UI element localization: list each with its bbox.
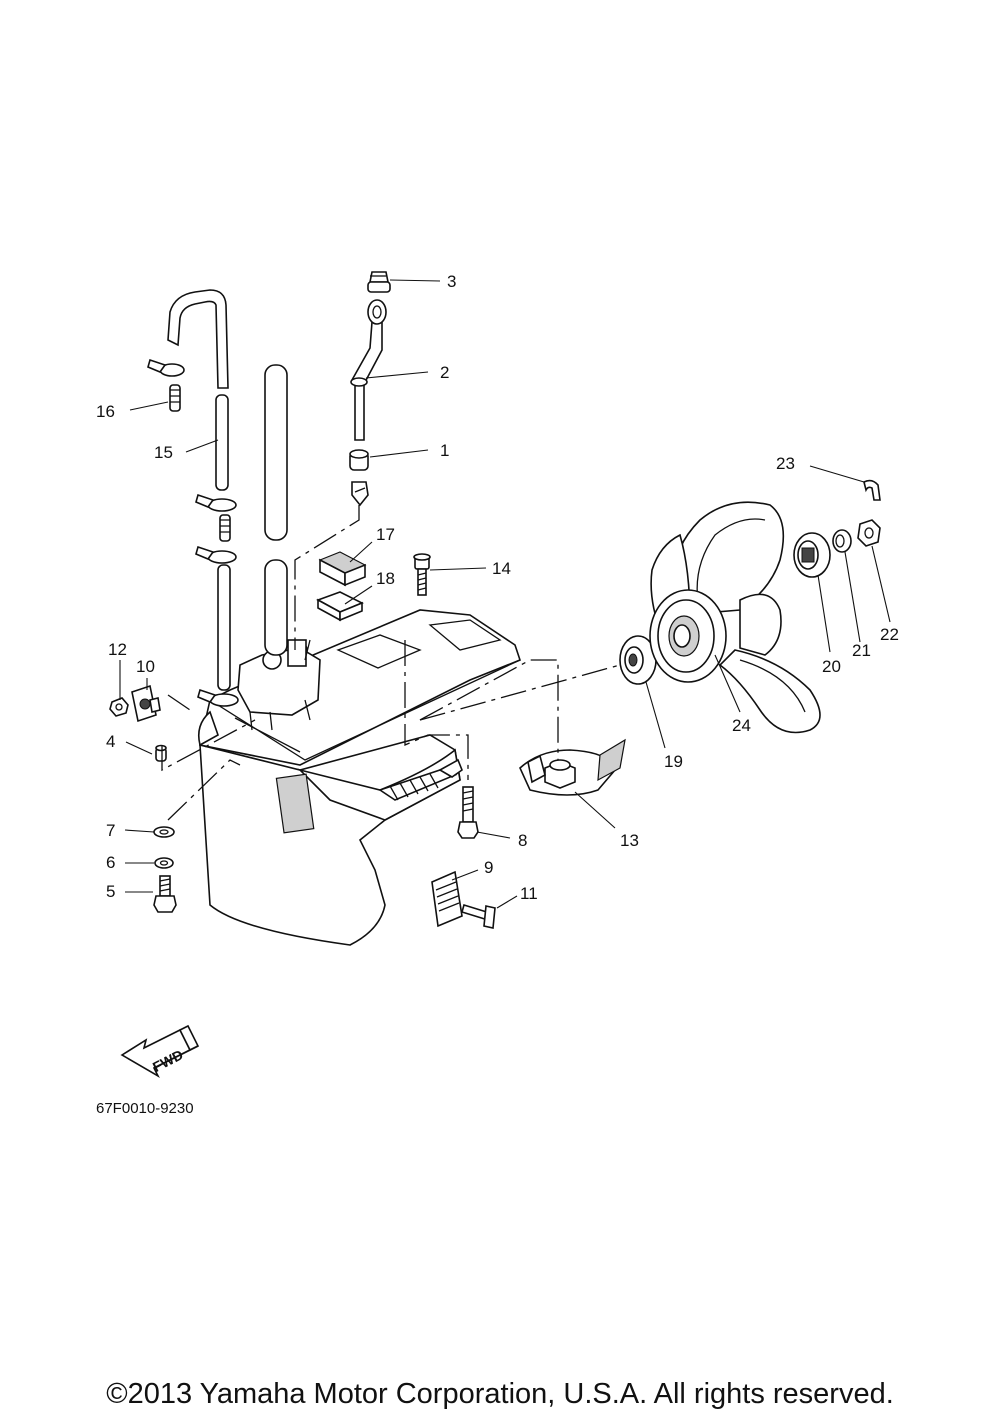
plate-10 bbox=[131, 684, 161, 723]
callout-19: 19 bbox=[664, 752, 683, 771]
callout-6: 6 bbox=[106, 853, 115, 872]
nut-12 bbox=[109, 697, 129, 717]
nut-22 bbox=[857, 519, 881, 547]
callout-labels: 1 2 3 4 5 6 7 8 9 10 11 12 13 14 15 16 1… bbox=[96, 272, 899, 903]
callout-20: 20 bbox=[822, 657, 841, 676]
callout-13: 13 bbox=[620, 831, 639, 850]
cap-3 bbox=[367, 271, 391, 293]
callout-24: 24 bbox=[732, 716, 751, 735]
callout-16: 16 bbox=[96, 402, 115, 421]
drive-shaft bbox=[264, 364, 288, 656]
washer-21 bbox=[832, 529, 852, 553]
callout-11: 11 bbox=[520, 884, 538, 903]
callout-12: 12 bbox=[108, 640, 127, 659]
callout-22: 22 bbox=[880, 625, 899, 644]
callout-18: 18 bbox=[376, 569, 395, 588]
bolt-8 bbox=[457, 786, 479, 839]
shift-rod-2 bbox=[350, 299, 387, 441]
copyright-notice: ©2013 Yamaha Motor Corporation, U.S.A. A… bbox=[106, 1378, 894, 1410]
cotter-pin-23 bbox=[863, 479, 881, 501]
nipple-16 bbox=[169, 384, 231, 542]
callout-15: 15 bbox=[154, 443, 173, 462]
anode-9 bbox=[431, 870, 463, 928]
fwd-arrow-icon: FWD bbox=[120, 1024, 200, 1079]
callout-21: 21 bbox=[852, 641, 871, 660]
callout-9: 9 bbox=[484, 858, 493, 877]
alignment-lines bbox=[161, 505, 621, 821]
diagram-code: 67F0010-9230 bbox=[96, 1100, 194, 1117]
bolt-14 bbox=[413, 553, 431, 596]
dowel-4 bbox=[155, 744, 167, 762]
bolt-5 bbox=[153, 875, 177, 913]
callout-5: 5 bbox=[106, 882, 115, 901]
callout-3: 3 bbox=[447, 272, 456, 291]
callout-8: 8 bbox=[518, 831, 527, 850]
propeller-24 bbox=[649, 501, 821, 734]
washer-6 bbox=[154, 857, 174, 869]
callout-2: 2 bbox=[440, 363, 449, 382]
grommet-1 bbox=[349, 449, 369, 507]
callout-7: 7 bbox=[106, 821, 115, 840]
trim-tab-13 bbox=[519, 738, 626, 796]
spacer-20 bbox=[793, 532, 831, 578]
callout-17: 17 bbox=[376, 525, 395, 544]
callout-4: 4 bbox=[106, 732, 115, 751]
seal-17 bbox=[318, 551, 367, 587]
callout-10: 10 bbox=[136, 657, 155, 676]
hose-clamps bbox=[147, 358, 239, 707]
callout-14: 14 bbox=[492, 559, 511, 578]
lower-casing bbox=[197, 609, 521, 946]
screw-11 bbox=[461, 903, 496, 929]
leader-lines bbox=[119, 279, 891, 909]
callout-1: 1 bbox=[440, 441, 449, 460]
thrust-washer-19 bbox=[619, 635, 657, 685]
callout-23: 23 bbox=[776, 454, 795, 473]
water-tube-15 bbox=[167, 289, 231, 691]
seal-18 bbox=[316, 591, 364, 622]
washer-7 bbox=[153, 826, 175, 838]
